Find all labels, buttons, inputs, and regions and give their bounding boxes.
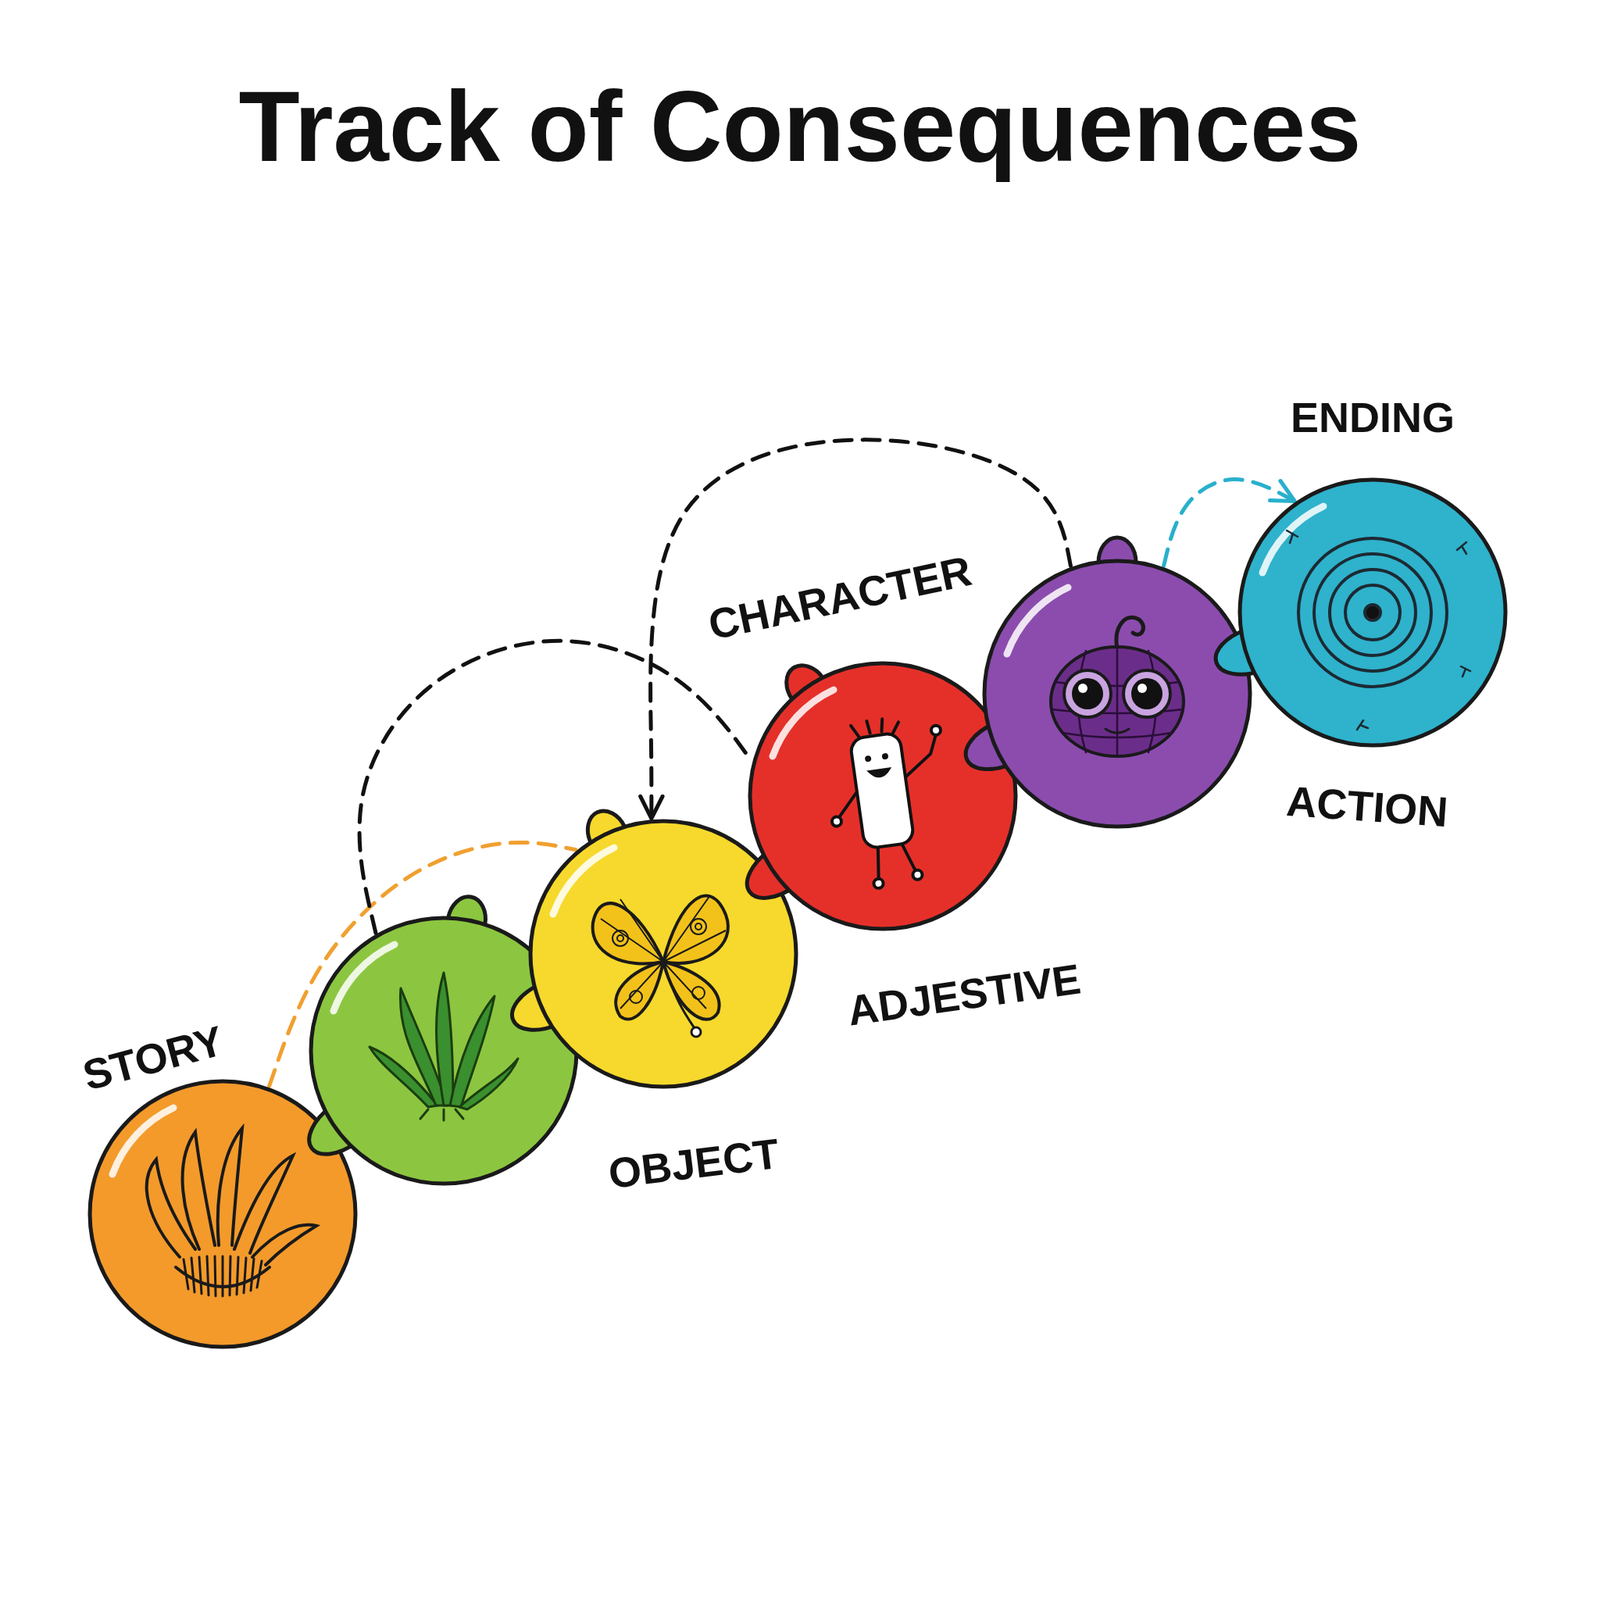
ball-label: OBJECT <box>597 1126 790 1201</box>
ball-shape <box>1232 471 1514 754</box>
ball-shape <box>742 655 1024 937</box>
figure-drawing <box>772 689 961 893</box>
seaweed-blade <box>436 972 454 1106</box>
tentacle <box>217 1128 243 1246</box>
target-center <box>1364 604 1381 621</box>
figure <box>818 710 961 893</box>
seaweed-roots <box>420 1109 464 1121</box>
figure-body <box>849 732 915 850</box>
eye <box>864 755 872 763</box>
tendril-tip <box>691 1027 701 1037</box>
globe-grid <box>1051 646 1183 757</box>
pupil <box>1131 678 1163 710</box>
wing-veins <box>600 895 726 1009</box>
spiral <box>690 918 707 935</box>
target-ring <box>1298 538 1447 687</box>
highlight <box>333 944 395 1011</box>
seaweed-blade <box>450 996 495 1108</box>
spiral <box>617 935 624 942</box>
spiral <box>629 990 643 1004</box>
tendril <box>663 961 695 1029</box>
mouth <box>867 767 891 779</box>
crack-marks <box>1286 530 1471 730</box>
ball-outline <box>984 560 1250 827</box>
ball-node: ACTION <box>976 553 1258 835</box>
wing <box>663 961 720 1020</box>
spiral <box>695 923 702 930</box>
target-drawing <box>1262 506 1471 730</box>
foot <box>912 869 924 881</box>
tentacle <box>234 1155 293 1254</box>
seaweed-blade <box>369 1046 438 1108</box>
ball-label: CHARACTER <box>696 542 984 653</box>
arm <box>900 735 941 778</box>
target-ring <box>1314 553 1432 672</box>
ball-shape <box>976 553 1258 835</box>
anemone-base <box>175 1267 270 1287</box>
highlight <box>112 1107 174 1175</box>
hand <box>831 816 843 828</box>
wing <box>663 896 729 964</box>
eye <box>1123 670 1171 718</box>
foot <box>873 878 885 890</box>
tentacle <box>146 1159 196 1258</box>
target-ring <box>1345 585 1400 640</box>
ball-node: ENDING <box>1232 471 1514 754</box>
ball <box>1209 479 1506 746</box>
eye-glint <box>1078 683 1088 693</box>
smile <box>1105 728 1129 733</box>
ball-label: ACTION <box>1276 774 1458 839</box>
highlight <box>553 847 615 915</box>
wing <box>615 961 664 1020</box>
wing <box>592 903 664 964</box>
highlight <box>1007 587 1068 654</box>
legs <box>874 840 916 879</box>
eye <box>881 753 889 761</box>
highlight <box>1262 506 1324 573</box>
tentacle <box>252 1225 317 1265</box>
seaweed-blade <box>400 988 448 1106</box>
seaweed-blade <box>459 1058 518 1110</box>
pupil <box>1071 678 1104 710</box>
butterfly-drawing <box>553 847 729 1037</box>
ball-label: ADJESTIVE <box>836 951 1092 1038</box>
tentacle <box>182 1132 215 1250</box>
hand <box>930 725 942 736</box>
anemone-base-hatching <box>183 1256 262 1297</box>
stem-curl <box>1116 617 1143 649</box>
highlight <box>772 689 834 757</box>
ball-outline <box>1239 479 1506 746</box>
ball-label: ENDING <box>1282 391 1463 443</box>
spiral <box>612 930 629 947</box>
globe-head <box>1050 646 1184 757</box>
diagram-title: Track of Consequences <box>0 68 1600 184</box>
ball-node: CHARACTER <box>742 655 1024 937</box>
eye <box>1064 670 1111 718</box>
globe-face-drawing <box>1007 587 1184 757</box>
ball <box>957 537 1250 827</box>
ball <box>736 657 1016 929</box>
eye-glint <box>1137 683 1147 693</box>
spiral <box>692 986 705 1000</box>
ball <box>504 804 797 1087</box>
target-ring <box>1329 569 1416 656</box>
arm <box>835 792 861 819</box>
hair <box>850 716 900 739</box>
seaweed-drawing <box>333 944 518 1121</box>
anemone-drawing <box>112 1107 317 1297</box>
ball-outline <box>750 663 1016 929</box>
